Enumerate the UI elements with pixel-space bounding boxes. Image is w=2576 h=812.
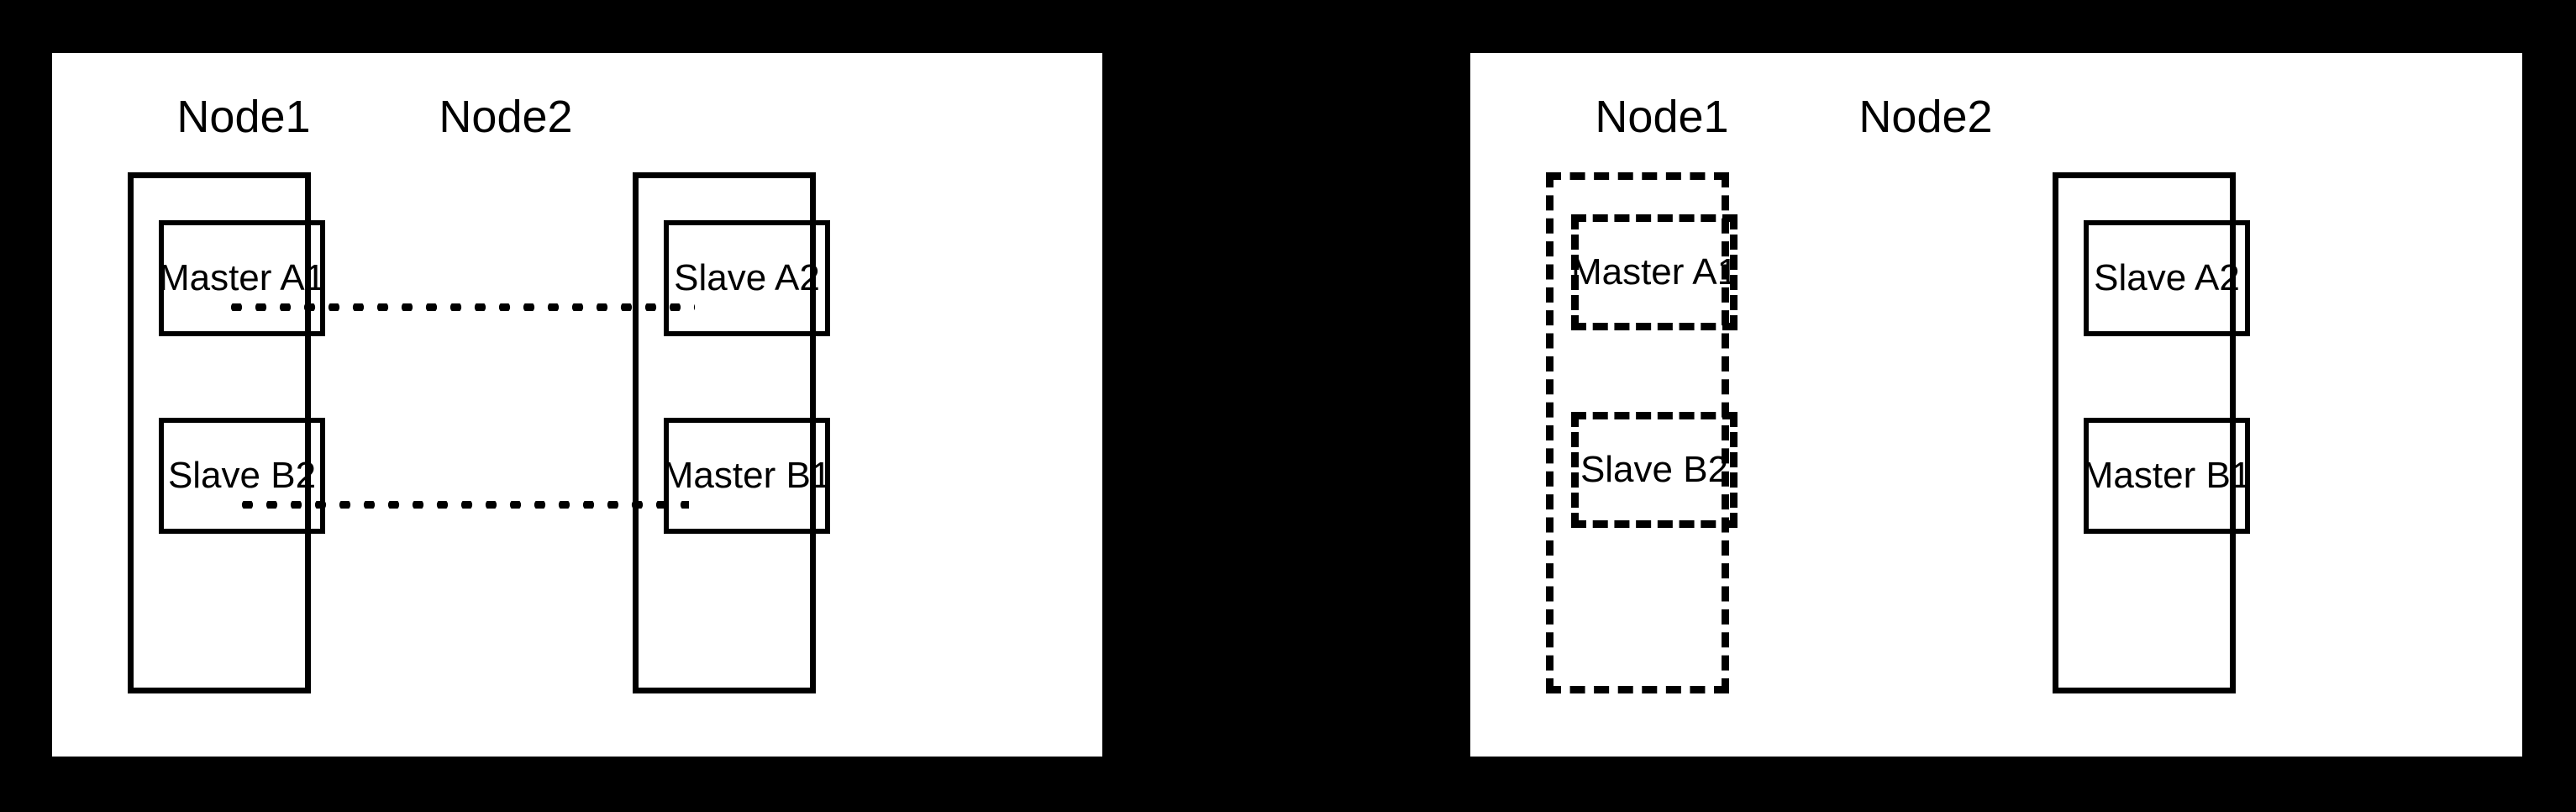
node-container-left-node1[interactable]: Master A1 Slave B2 bbox=[128, 172, 325, 693]
member-label: Slave A2 bbox=[674, 257, 820, 298]
member-box-master-a1[interactable]: Master A1 bbox=[1571, 214, 1737, 330]
node-title-right-node1: Node1 bbox=[1595, 92, 1729, 142]
member-box-master-b1[interactable]: Master B1 bbox=[2082, 418, 2252, 534]
member-label: Master B1 bbox=[2082, 455, 2252, 496]
node-title-left-node1: Node1 bbox=[176, 92, 311, 142]
member-label: Master B1 bbox=[662, 455, 832, 496]
member-label: Slave B2 bbox=[167, 455, 317, 496]
node-title-left-node2: Node2 bbox=[439, 92, 573, 142]
member-label: Master A1 bbox=[158, 257, 326, 298]
connector-replication-b bbox=[235, 501, 689, 509]
member-label: Slave B2 bbox=[1580, 449, 1729, 490]
node-container-left-node2[interactable]: Slave A2 Master B1 bbox=[633, 172, 831, 693]
member-label: Master A1 bbox=[1570, 251, 1738, 293]
member-box-slave-a2[interactable]: Slave A2 bbox=[2084, 220, 2250, 336]
member-box-master-b1[interactable]: Master B1 bbox=[662, 418, 832, 534]
connector-replication-a bbox=[224, 303, 695, 311]
panel-before-failover: Node1 Node2 Master A1 Slave B2 Slave A2 … bbox=[52, 53, 1102, 757]
member-box-master-a1[interactable]: Master A1 bbox=[159, 220, 325, 336]
member-box-slave-b2[interactable]: Slave B2 bbox=[159, 418, 325, 534]
node-container-right-node1[interactable]: Master A1 Slave B2 bbox=[1546, 172, 1737, 693]
panel-after-failure: Node1 Node2 Master A1 Slave B2 Slave A2 … bbox=[1470, 53, 2522, 757]
node-container-right-node2[interactable]: Slave A2 Master B1 bbox=[2053, 172, 2251, 693]
member-label: Slave A2 bbox=[2094, 257, 2240, 298]
member-box-slave-a2[interactable]: Slave A2 bbox=[664, 220, 830, 336]
member-box-slave-b2[interactable]: Slave B2 bbox=[1571, 412, 1737, 528]
node-title-right-node2: Node2 bbox=[1858, 92, 1993, 142]
